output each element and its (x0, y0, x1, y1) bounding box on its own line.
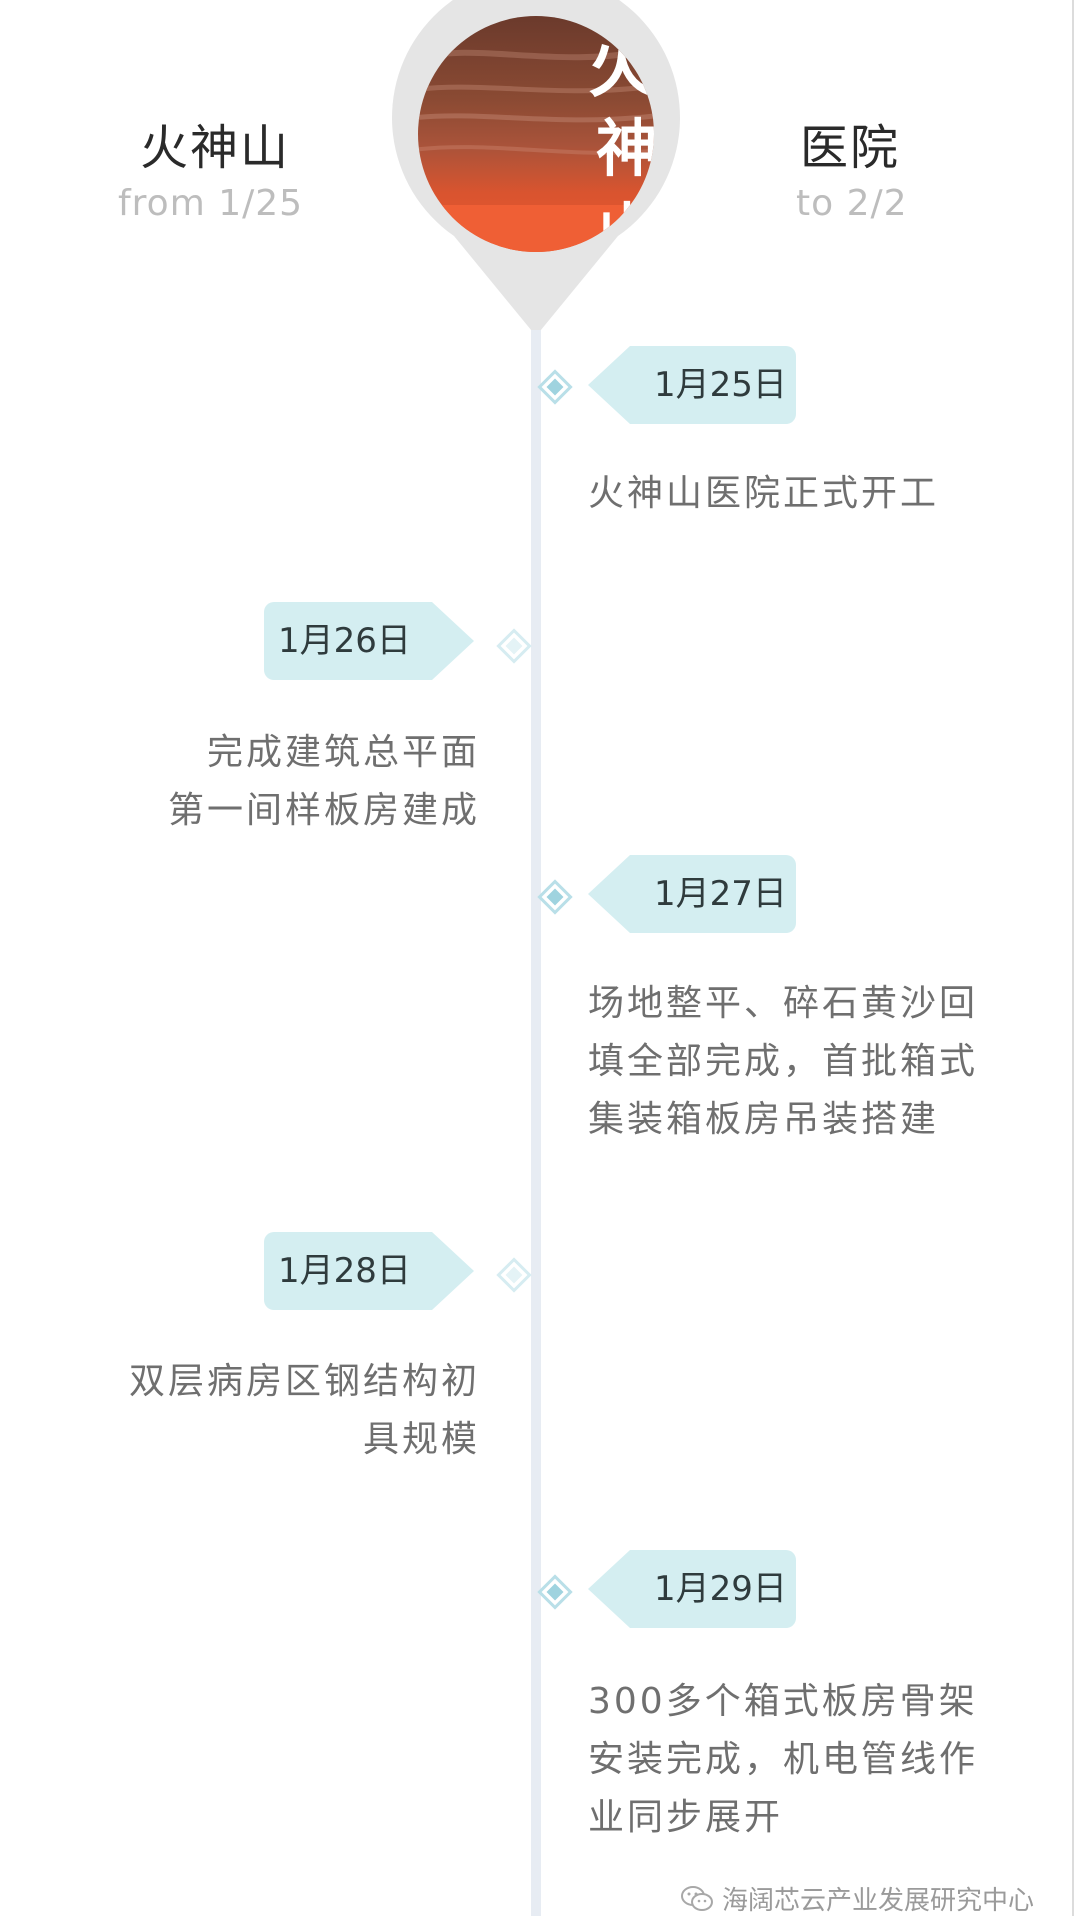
right-edge-divider (1072, 0, 1074, 1916)
timeline-axis (531, 330, 541, 1916)
event-date-tag: 1月29日 (588, 1550, 796, 1628)
diamond-marker-icon (537, 879, 573, 915)
event-description-line: 300多个箱式板房骨架 (588, 1681, 978, 1722)
watermark: 海阔芯云产业发展研究中心 (680, 1880, 1034, 1917)
event-description: 完成建筑总平面 第一间样板房建成 (60, 724, 480, 840)
diamond-marker-icon (537, 369, 573, 405)
event-description: 场地整平、碎石黄沙回 填全部完成，首批箱式 集装箱板房吊装搭建 (588, 975, 1018, 1149)
event-date-tag: 1月25日 (588, 346, 796, 424)
event-description-line: 具规模 (362, 1419, 480, 1460)
event-description-line: 完成建筑总平面 (206, 732, 480, 773)
event-description: 双层病房区钢结构初 具规模 (60, 1353, 480, 1469)
location-pin-image: 火 神 山 (392, 0, 680, 336)
header-from-date: from 1/25 (118, 183, 304, 224)
event-description-line: 集装箱板房吊装搭建 (588, 1099, 940, 1140)
event-date-tag: 1月26日 (264, 602, 474, 680)
event-date-tag: 1月27日 (588, 855, 796, 933)
event-description-line: 场地整平、碎石黄沙回 (588, 983, 979, 1024)
event-date-tag: 1月28日 (264, 1232, 474, 1310)
event-description-line: 火神山医院正式开工 (588, 473, 940, 514)
diamond-marker-icon (496, 628, 532, 664)
event-description-line: 业同步展开 (588, 1797, 784, 1838)
watermark-text: 海阔芯云产业发展研究中心 (722, 1886, 1035, 1916)
event-description-line: 安装完成，机电管线作 (588, 1739, 979, 1780)
diamond-marker-icon (537, 1574, 573, 1610)
wechat-icon (681, 1885, 713, 1911)
event-description: 300多个箱式板房骨架 安装完成，机电管线作 业同步展开 (588, 1673, 1018, 1847)
pin-text-2: 神 (596, 112, 658, 185)
event-description-line: 双层病房区钢结构初 (128, 1361, 480, 1402)
event-description-line: 填全部完成，首批箱式 (588, 1041, 979, 1082)
header-title-right: 医院 (800, 120, 901, 176)
diamond-marker-icon (496, 1257, 532, 1293)
header-to-date: to 2/2 (796, 183, 908, 224)
event-description-line: 第一间样板房建成 (167, 790, 480, 831)
header-title-left: 火神山 (140, 120, 291, 176)
event-description: 火神山医院正式开工 (588, 465, 1018, 523)
